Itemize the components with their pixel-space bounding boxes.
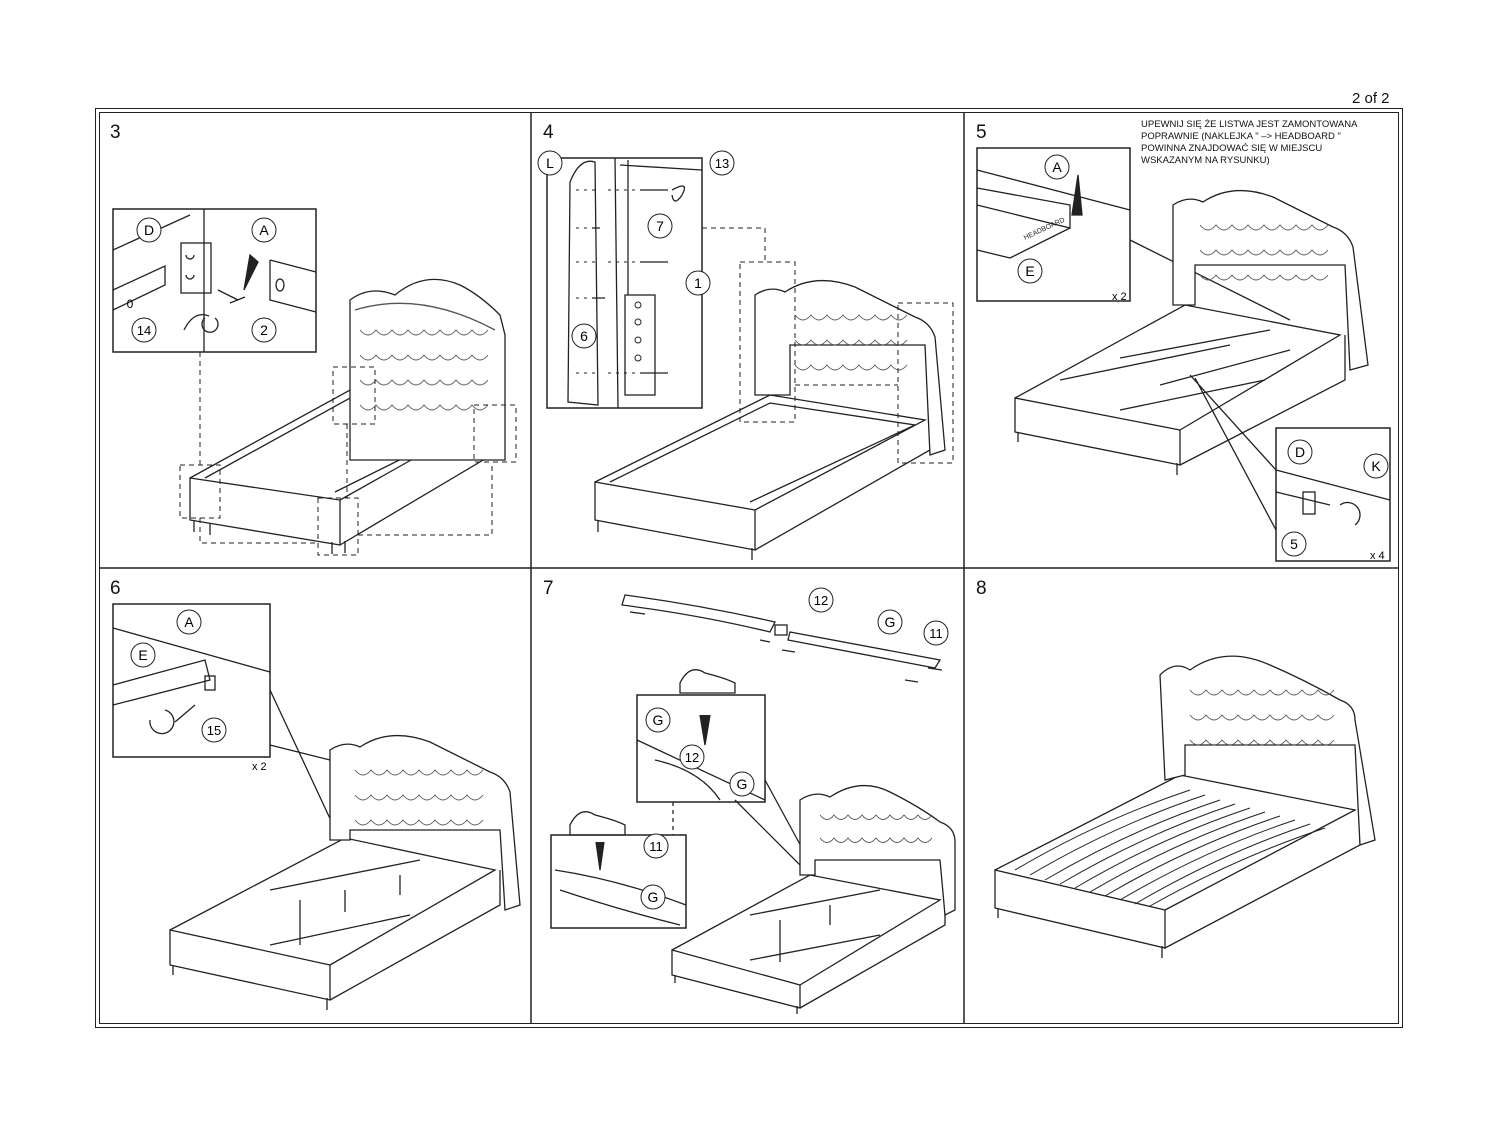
step-number-4: 4 [543, 122, 554, 143]
svg-text:G: G [885, 614, 896, 630]
svg-text:x 2: x 2 [1112, 291, 1127, 303]
note-line: POWINNA ZNAJDOWAĆ SIĘ W MIEJSCU [1141, 143, 1323, 154]
svg-text:12: 12 [814, 593, 828, 608]
step-number-5: 5 [976, 122, 987, 143]
svg-text:A: A [1052, 159, 1062, 175]
svg-text:12: 12 [685, 750, 699, 765]
step7-illustration [550, 594, 956, 1014]
svg-text:6: 6 [580, 328, 588, 344]
step8-illustration [994, 655, 1376, 958]
outer-frame [95, 108, 1403, 1028]
svg-text:5: 5 [1290, 536, 1298, 552]
step-number-3: 3 [110, 122, 121, 143]
step3-callouts: D A 0 14 2 [127, 217, 277, 343]
svg-text:G: G [648, 889, 659, 905]
step-number-7: 7 [543, 578, 554, 599]
svg-text:E: E [138, 647, 147, 663]
step6-illustration [112, 603, 521, 1010]
svg-text:A: A [259, 222, 269, 238]
svg-text:D: D [144, 222, 154, 238]
step5-illustration [976, 147, 1391, 562]
installation-note: UPEWNIJ SIĘ ŻE LISTWA JEST ZAMONTOWANA P… [1141, 119, 1391, 167]
svg-text:1: 1 [694, 275, 702, 291]
step3-illustration [112, 208, 517, 556]
page-indicator: 2 of 2 [1352, 90, 1390, 107]
svg-text:E: E [1025, 263, 1034, 279]
svg-text:x 2: x 2 [252, 761, 267, 773]
svg-text:7: 7 [656, 218, 664, 234]
svg-text:G: G [737, 776, 748, 792]
svg-text:14: 14 [137, 323, 151, 338]
svg-text:A: A [184, 614, 194, 630]
svg-text:13: 13 [715, 156, 729, 171]
step5-callouts: A E x 2 D K 5 x 4 [1017, 154, 1389, 562]
step4-illustration [546, 157, 954, 560]
svg-text:L: L [546, 155, 554, 171]
svg-text:11: 11 [929, 626, 943, 641]
svg-text:D: D [1295, 444, 1305, 460]
step-number-8: 8 [976, 578, 987, 599]
svg-text:11: 11 [649, 839, 663, 854]
note-line: POPRAWNIE (NAKLEJKA " –> HEADBOARD " [1141, 131, 1341, 142]
svg-text:15: 15 [207, 723, 221, 738]
svg-text:K: K [1371, 458, 1381, 474]
step6-callouts: A E 15 x 2 [130, 609, 267, 773]
svg-text:G: G [653, 712, 664, 728]
headboard-sticker: HEADBOARD [1023, 217, 1066, 242]
note-line: WSKAZANYM NA RYSUNKU) [1141, 155, 1270, 166]
step4-callouts: L 13 7 1 6 [537, 150, 735, 349]
step7-callouts: 12 G 11 G 12 G 11 G [640, 587, 949, 910]
note-line: UPEWNIJ SIĘ ŻE LISTWA JEST ZAMONTOWANA [1141, 119, 1358, 130]
svg-text:0: 0 [127, 297, 134, 311]
svg-text:x 4: x 4 [1370, 550, 1385, 562]
svg-text:2: 2 [260, 322, 268, 338]
step-number-6: 6 [110, 578, 121, 599]
